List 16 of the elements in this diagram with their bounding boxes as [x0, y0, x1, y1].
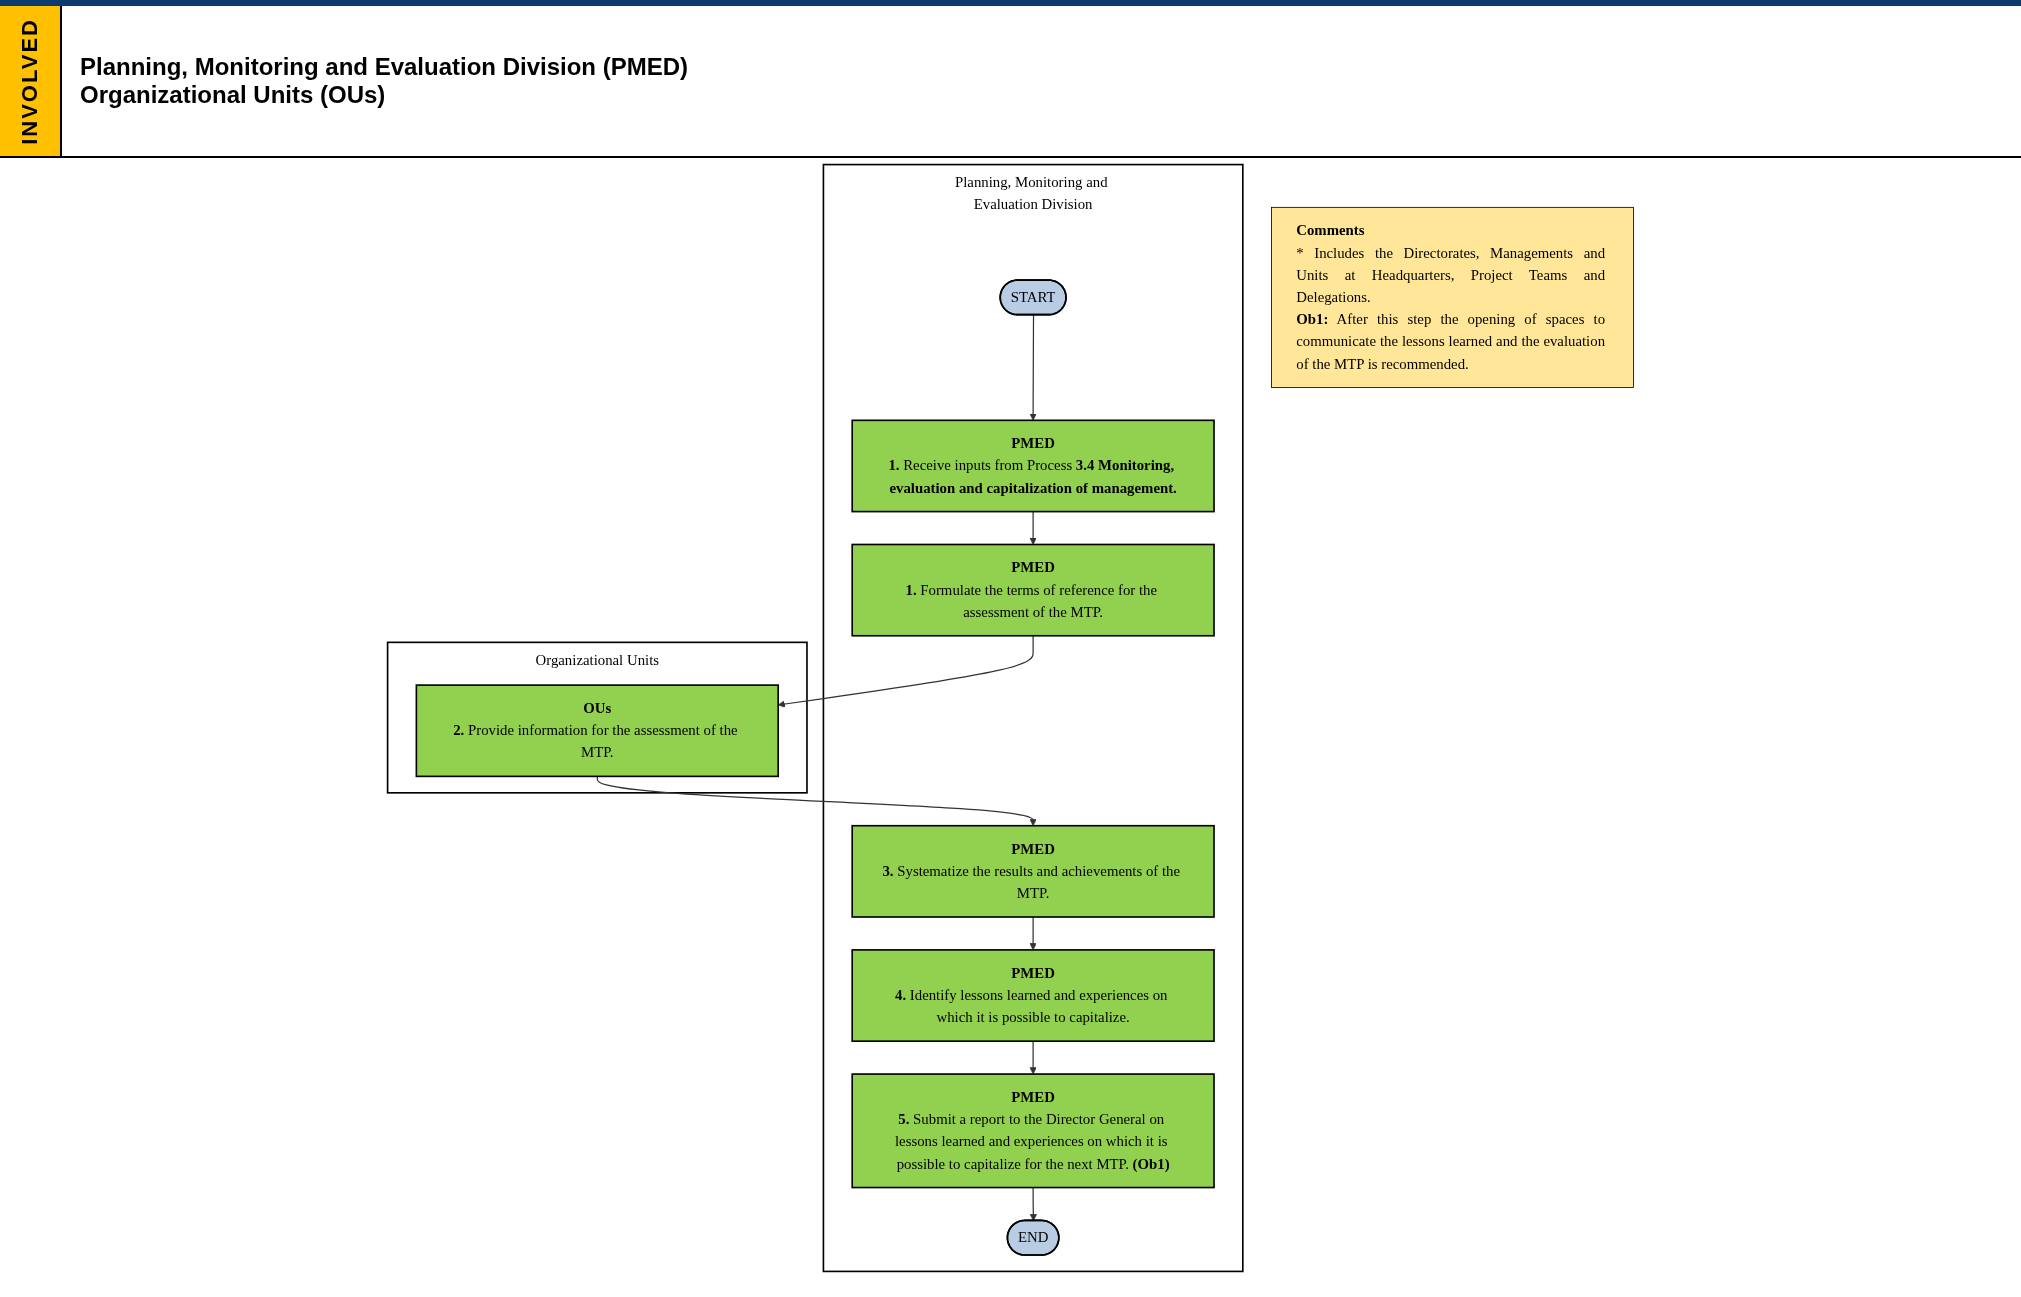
- arrow: [1029, 916, 1037, 951]
- involved-tab-label: INVOLVED: [17, 17, 43, 145]
- node-box: PMED 3. Systematize the results and achievements of the MTP.: [851, 824, 1215, 918]
- node-box: PMED 1. Receive inputs from Process 3.4 Monitoring, evaluation and capitalization of management.: [851, 419, 1215, 513]
- node-box: PMED 1. Formulate the terms of reference for the assessment of the MTP.: [851, 543, 1215, 637]
- node-box: OUs 2. Provide information for the assessment of the MTP.: [415, 684, 779, 778]
- node-box: PMED 5. Submit a report to the Director General on lessons learned and experiences on which it is possible to capitalize for the next MTP. (Ob1): [851, 1073, 1215, 1189]
- involved-unit-text: Planning, Monitoring and Evaluation Division (PMED): [80, 53, 688, 81]
- arrow: [596, 775, 1037, 827]
- involved-unit-text: Organizational Units (OUs): [80, 81, 387, 109]
- arrow: [1029, 314, 1037, 421]
- arrow: [1029, 511, 1037, 545]
- arrow: [1029, 1040, 1037, 1075]
- arrow: [1029, 1186, 1037, 1222]
- node-box: PMED 4. Identify lessons learned and experiences on which it is possible to capitalize.: [851, 949, 1215, 1042]
- node-box: Comments * Includes the Directorates, Managements and Units at Headquarters, Project Teams and Delegations. Ob1: After this step the opening of spaces to communicate the lessons learned and the evaluation of the MTP is recommended.: [1271, 206, 1634, 388]
